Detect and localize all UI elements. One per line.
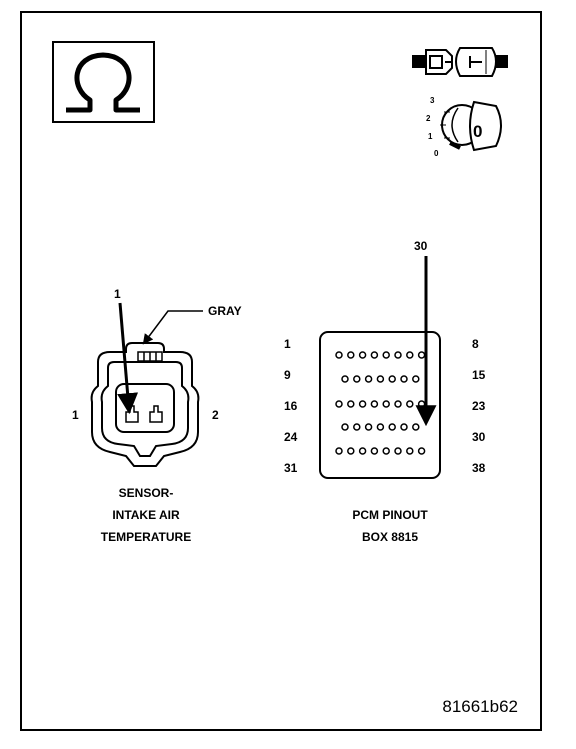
pcm-pin-13 <box>388 375 396 383</box>
pcm-pin-32 <box>347 447 355 455</box>
pcm-row-label-left-5: 31 <box>284 461 298 475</box>
pcm-pin-33 <box>358 447 367 455</box>
pcm-pin-25 <box>353 423 361 431</box>
key-position-3: 3 <box>430 96 435 105</box>
pcm-pin-22 <box>406 400 414 408</box>
pcm-row-label-right-1: 8 <box>472 337 479 351</box>
sensor-connector <box>90 342 200 467</box>
ohm-icon <box>52 41 155 123</box>
pcm-row-label-right-2: 15 <box>472 368 486 382</box>
pcm-pin-17 <box>347 400 355 408</box>
pcm-pin-19 <box>370 400 379 408</box>
pcm-callout: 30 <box>414 239 428 253</box>
sensor-caption-line-1: SENSOR- <box>119 486 174 500</box>
figure-id: 81661b62 <box>442 697 518 716</box>
pcm-pin-9 <box>341 375 349 383</box>
pcm-pin-1 <box>335 351 343 359</box>
pcm-pin-36 <box>394 447 402 455</box>
pcm-pin-4 <box>370 351 379 359</box>
key-position-1: 1 <box>428 132 433 141</box>
pcm-pin-grid <box>335 351 426 455</box>
pcm-caption-line-2: BOX 8815 <box>362 530 418 544</box>
pcm-row-label-right-4: 30 <box>472 430 486 444</box>
pcm-pin-10 <box>353 375 361 383</box>
pcm-pin-21 <box>394 400 402 408</box>
pcm-pin-16 <box>335 400 343 408</box>
key-position-0: 0 <box>434 149 439 158</box>
pcm-row-label-right-3: 23 <box>472 399 486 413</box>
pcm-pin-18 <box>358 400 367 408</box>
pcm-pin-12 <box>376 375 385 383</box>
pcm-pin-2 <box>347 351 355 359</box>
sensor-callout-arrow <box>117 302 139 415</box>
pcm-pin-5 <box>382 351 390 359</box>
figure-frame <box>20 11 542 731</box>
key-label: 0 <box>473 122 482 141</box>
pcm-pin-35 <box>382 447 390 455</box>
pcm-pin-15 <box>412 375 420 383</box>
pcm-pin-34 <box>370 447 379 455</box>
pcm-pin-28 <box>388 423 396 431</box>
pcm-pin-29 <box>400 423 408 431</box>
sensor-callout: 1 <box>114 287 121 301</box>
ignition-key-icon: 3 2 1 0 0 <box>426 96 502 158</box>
pcm-pin-37 <box>406 447 414 455</box>
sensor-pin-right: 2 <box>212 408 219 422</box>
pcm-pin-14 <box>400 375 408 383</box>
pcm-pin-23 <box>417 400 426 408</box>
pcm-pin-31 <box>335 447 343 455</box>
sensor-pin-left: 1 <box>72 408 79 422</box>
pcm-pin-7 <box>406 351 414 359</box>
sensor-caption-line-2: INTAKE AIR <box>112 508 180 522</box>
pcm-pin-26 <box>364 423 373 431</box>
pcm-pin-38 <box>417 447 426 455</box>
pcm-row-label-left-1: 1 <box>284 337 291 351</box>
pcm-pin-24 <box>341 423 349 431</box>
wire-color-leader <box>142 310 203 345</box>
pcm-pin-20 <box>382 400 390 408</box>
pcm-pin-27 <box>376 423 385 431</box>
pcm-connector-body <box>319 331 441 479</box>
sensor-caption-line-3: TEMPERATURE <box>101 530 191 544</box>
pcm-pin-3 <box>358 351 367 359</box>
disconnected-connector-icon <box>412 47 508 77</box>
pcm-pin-30 <box>412 423 420 431</box>
pcm-row-label-right-5: 38 <box>472 461 486 475</box>
key-position-2: 2 <box>426 114 431 123</box>
pcm-row-label-left-2: 9 <box>284 368 291 382</box>
pcm-pin-11 <box>364 375 373 383</box>
wire-color-label: GRAY <box>208 304 242 318</box>
pcm-pin-6 <box>394 351 402 359</box>
pcm-row-label-left-4: 24 <box>284 430 298 444</box>
pcm-pin-8 <box>417 351 426 359</box>
pcm-caption-line-1: PCM PINOUT <box>352 508 428 522</box>
pcm-row-label-left-3: 16 <box>284 399 298 413</box>
